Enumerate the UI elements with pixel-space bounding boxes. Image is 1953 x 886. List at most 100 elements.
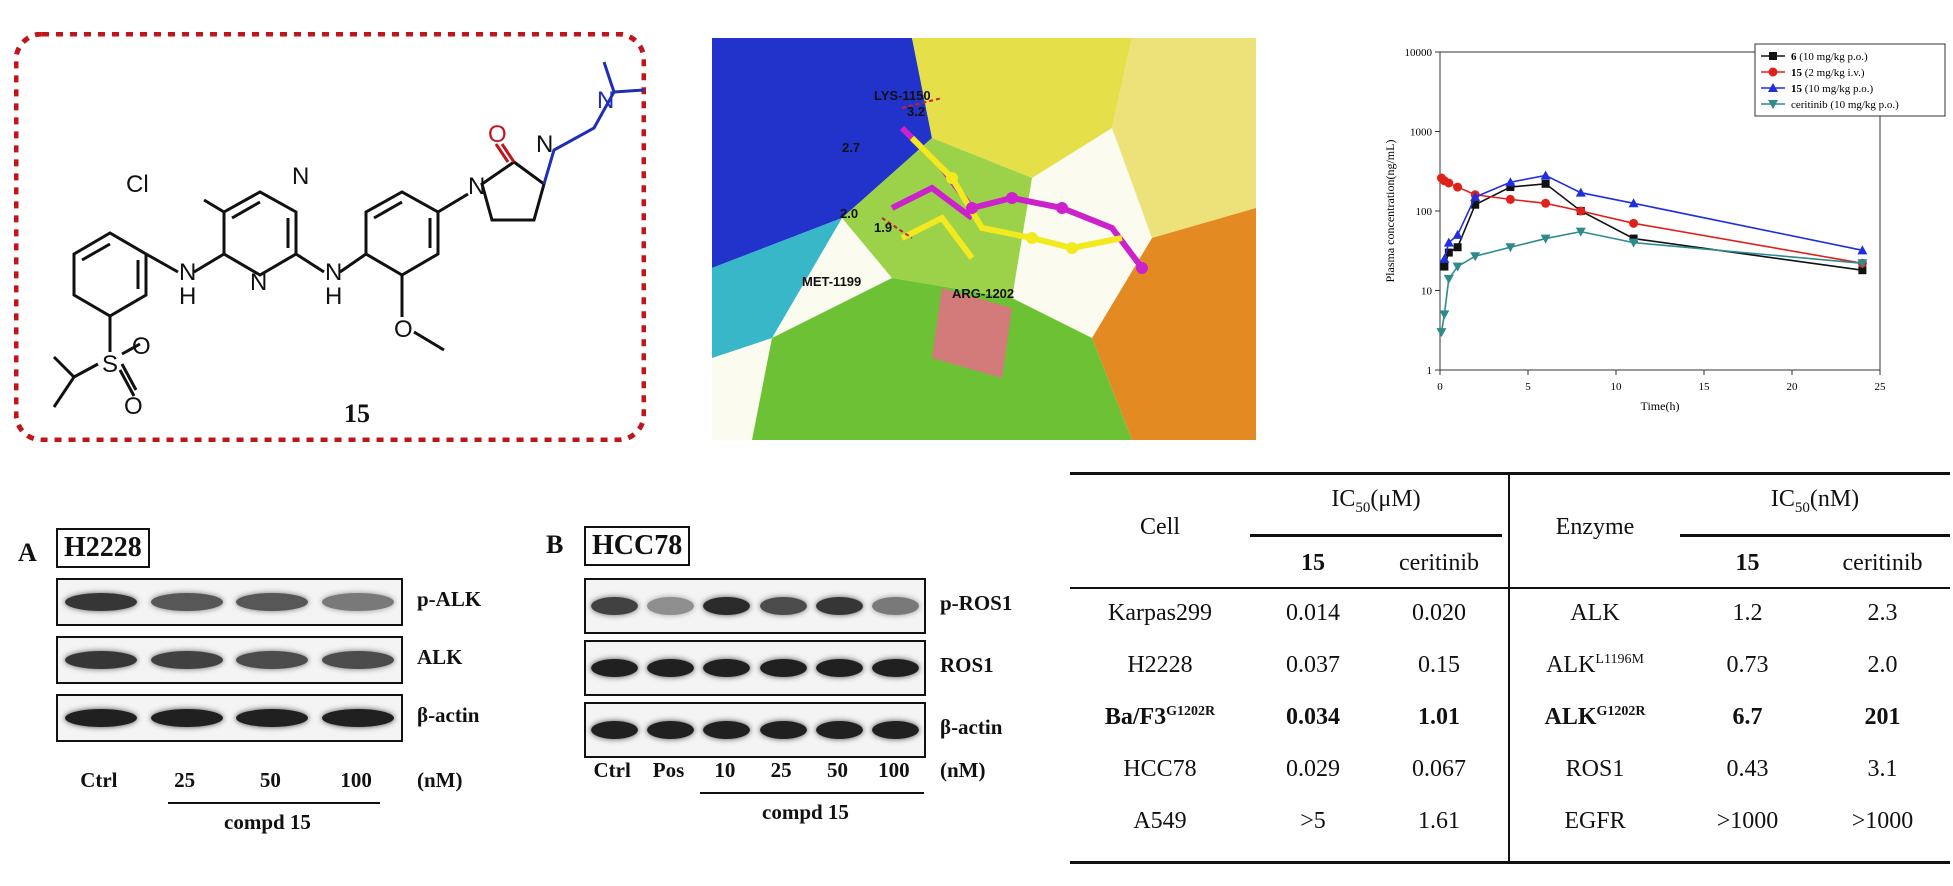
table-cell: 3.1: [1867, 756, 1898, 782]
blot-band: [759, 597, 807, 615]
data-point: [1541, 179, 1550, 188]
data-point: [1453, 182, 1463, 192]
blot-band: [759, 659, 807, 677]
blot-band: [646, 721, 695, 739]
table-cell: 0.034: [1286, 704, 1340, 730]
x-tick-label: 25: [1875, 381, 1887, 393]
blot-band: [322, 593, 395, 611]
x-axis-label: Time(h): [1641, 399, 1680, 413]
n-atom: N: [292, 163, 309, 190]
blot-band: [322, 709, 395, 727]
blot-band: [872, 721, 920, 739]
data-point: [1629, 218, 1639, 228]
table-sub-rule-right: [1680, 534, 1950, 537]
blot-strip: [584, 702, 926, 758]
table-cell: Ba/F3G1202R: [1104, 704, 1216, 730]
legend-label: 6 (10 mg/kg p.o.): [1791, 51, 1868, 63]
blot-band: [150, 593, 223, 611]
table-cell: 2.0: [1867, 652, 1898, 678]
blot-band: [872, 659, 920, 677]
residue-label: ARG-1202: [952, 286, 1015, 301]
h-atom: H: [325, 283, 342, 310]
data-point: [1768, 67, 1778, 77]
blot-band: [590, 721, 638, 739]
cell-line-tag-b: HCC78: [584, 526, 691, 566]
blot-band: [150, 709, 223, 727]
table-divider: [1508, 472, 1510, 864]
x-tick-label: 5: [1525, 381, 1531, 393]
table-cell: >1000: [1716, 808, 1779, 834]
panel-letter-b: B: [546, 530, 564, 559]
y-tick-label: 10: [1421, 286, 1433, 298]
table-cell: 0.73: [1726, 652, 1769, 678]
table-cell: 0.014: [1286, 600, 1340, 626]
blot-band: [236, 709, 309, 727]
data-point: [1444, 178, 1454, 188]
col-15-header: 15: [1301, 550, 1325, 576]
blot-row-label: p-ALK: [417, 587, 482, 611]
treatment-bracket: [700, 792, 924, 794]
treatment-caption: compd 15: [224, 810, 311, 834]
table-bottom-rule: [1070, 861, 1950, 864]
s-atom: S: [102, 351, 118, 378]
cell-header: Cell: [1140, 514, 1180, 540]
data-point: [1452, 229, 1463, 239]
data-point: [1444, 248, 1453, 257]
lane-label: 50: [259, 768, 281, 792]
data-point: [1858, 266, 1867, 275]
blot-band: [236, 651, 309, 669]
data-point: [1505, 177, 1516, 187]
blot-band: [646, 659, 695, 677]
blot-band: [872, 597, 920, 615]
y-tick-label: 100: [1416, 206, 1433, 218]
data-point: [1768, 83, 1778, 92]
legend-label: 15 (2 mg/kg i.v.): [1791, 67, 1865, 79]
blot-row-label: β-actin: [417, 703, 480, 727]
blot-band: [236, 593, 309, 611]
table-cell: 2.3: [1867, 600, 1898, 626]
col-15-header: 15: [1735, 550, 1760, 576]
cl-atom: Cl: [126, 171, 149, 198]
blot-band: [646, 597, 695, 615]
residue-label: MET-1199: [802, 274, 862, 289]
compound-label: 15: [344, 399, 370, 428]
data-point: [1628, 198, 1639, 208]
cell-line-tag-a: H2228: [56, 528, 150, 568]
table-cell: EGFR: [1564, 808, 1626, 834]
data-point: [1471, 200, 1480, 209]
blot-strip: [56, 636, 403, 684]
table-cell: H2228: [1127, 652, 1193, 678]
lane-label: Pos: [652, 758, 685, 782]
o-atom: O: [394, 316, 413, 343]
legend-label: ceritinib (10 mg/kg p.o.): [1791, 99, 1899, 111]
data-point: [1629, 234, 1638, 243]
blot-row-label: ALK: [417, 645, 463, 669]
table-cell: 6.7: [1732, 704, 1763, 730]
data-point: [1436, 328, 1447, 338]
data-point: [1470, 192, 1481, 202]
data-point: [1575, 227, 1586, 237]
data-point: [1575, 187, 1586, 197]
lane-label: 100: [878, 758, 910, 782]
ic50-enzyme-header: IC50(nM): [1770, 486, 1860, 516]
n-atom: N: [468, 173, 485, 200]
table-cell: 0.037: [1286, 652, 1340, 678]
table-cell: >5: [1300, 808, 1326, 834]
lane-label: Ctrl: [593, 758, 631, 782]
y-tick-label: 10000: [1405, 47, 1433, 59]
distance-label: 2.7: [842, 140, 861, 155]
col-ceritinib-header: ceritinib: [1399, 550, 1479, 576]
col-ceritinib-header: ceritinib: [1842, 550, 1923, 576]
blot-band: [150, 651, 223, 669]
concentration-unit: (nM): [940, 758, 986, 782]
data-point: [1768, 100, 1778, 109]
y-tick-label: 1000: [1410, 127, 1433, 139]
compound-15-structure: Cl N H N H N N S O O O N O N N 15: [14, 32, 646, 442]
distance-label: 2.0: [840, 206, 859, 221]
distance-label: 3.2: [907, 104, 926, 119]
y-axis-label: Plasma concentration(ng/mL): [1383, 140, 1397, 283]
y-tick-label: 1: [1427, 365, 1433, 377]
table-cell: ALK: [1570, 600, 1620, 626]
